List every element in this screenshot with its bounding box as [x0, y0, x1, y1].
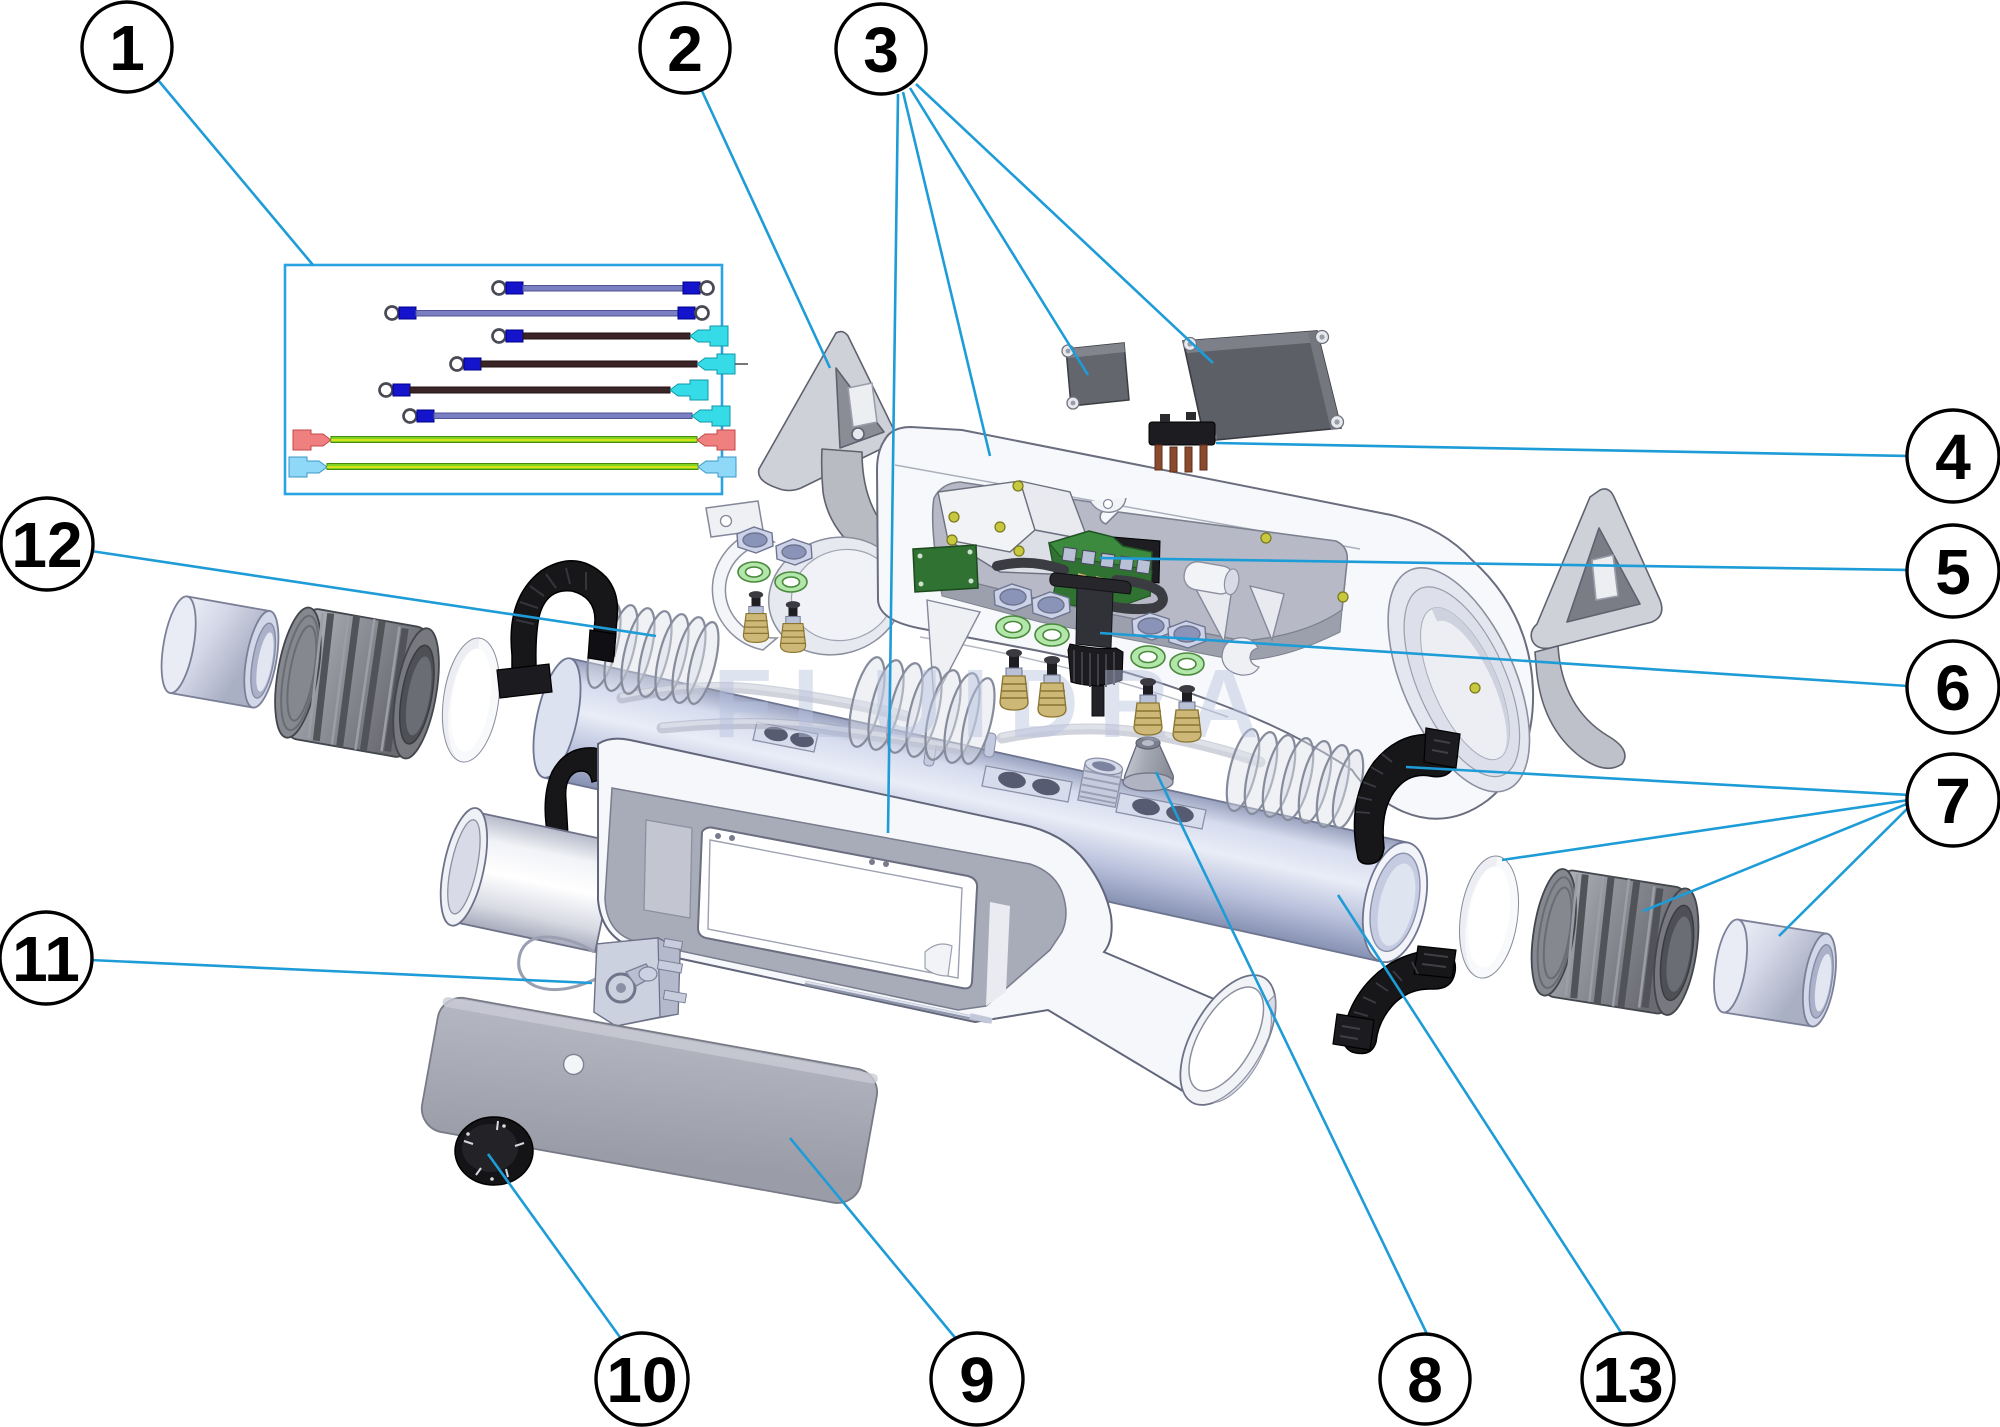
svg-text:3: 3: [863, 14, 899, 86]
svg-text:6: 6: [1935, 652, 1971, 724]
svg-text:13: 13: [1592, 1344, 1663, 1416]
svg-text:9: 9: [959, 1344, 995, 1416]
svg-text:10: 10: [606, 1344, 677, 1416]
svg-text:1: 1: [109, 12, 145, 84]
svg-text:FLUIDRA: FLUIDRA: [713, 649, 1279, 758]
svg-text:11: 11: [12, 923, 80, 995]
svg-text:7: 7: [1935, 765, 1971, 837]
svg-text:2: 2: [667, 13, 703, 85]
svg-text:12: 12: [11, 509, 82, 581]
svg-text:4: 4: [1935, 421, 1971, 493]
svg-text:5: 5: [1935, 536, 1971, 608]
svg-text:8: 8: [1407, 1344, 1443, 1416]
